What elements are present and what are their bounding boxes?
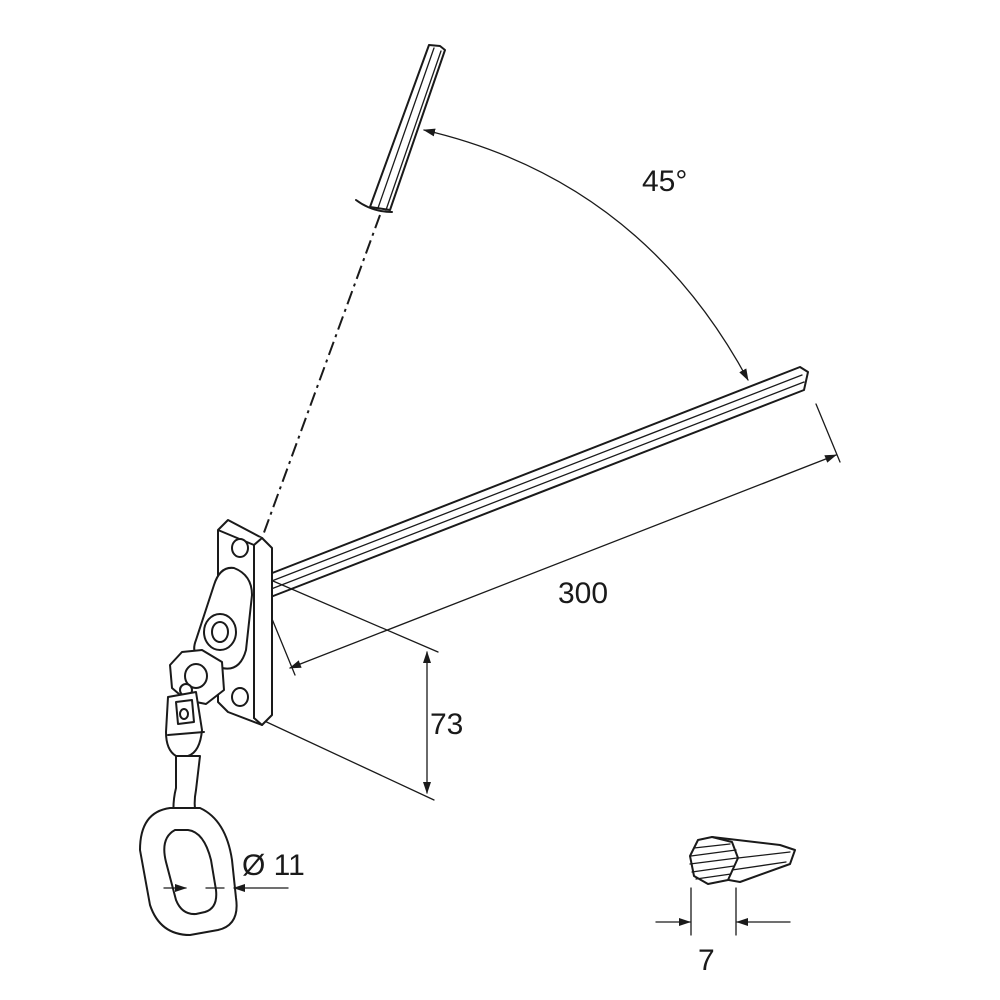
section-width-label: 7 xyxy=(698,944,715,977)
rod-lowered-position xyxy=(261,366,809,599)
rotation-center-line xyxy=(261,214,381,539)
rod-cross-section xyxy=(689,836,796,885)
length-label: 300 xyxy=(558,577,608,610)
height-label: 73 xyxy=(430,708,463,741)
rod-raised-position xyxy=(355,44,446,213)
diameter-label: Ø 11 xyxy=(242,849,305,882)
angle-label: 45° xyxy=(642,165,687,198)
section-width-dimension: 7 xyxy=(655,887,791,977)
diameter-dimension: Ø 11 xyxy=(163,849,305,892)
crank-eyelet xyxy=(139,755,238,936)
length-dimension: 300 xyxy=(269,403,841,676)
universal-joint xyxy=(165,566,253,757)
angle-dimension: 45° xyxy=(423,128,749,381)
height-dimension: 73 xyxy=(257,577,463,801)
